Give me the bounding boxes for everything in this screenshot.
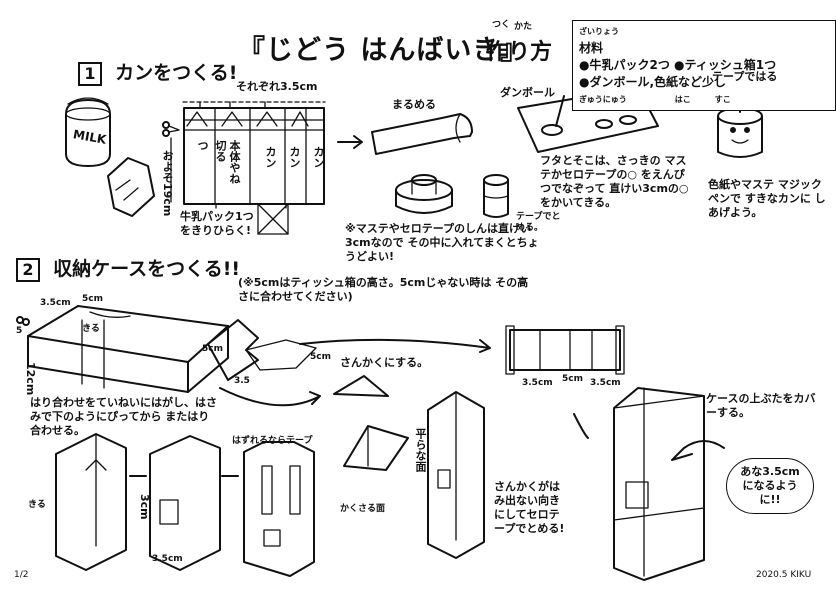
cover-caption: ケースの上ぶたをカバーする。	[706, 392, 816, 419]
tape-core-note: ※マステやセロテープのしんは直けい3cmなので その中に入れてまくとちょうどよい…	[345, 222, 539, 263]
hole-bubble-outline	[671, 440, 725, 461]
scissors-icon-2	[16, 316, 30, 326]
cardboard-caption: ダンボール	[500, 86, 555, 99]
unfolded-carton-illustration	[170, 101, 326, 235]
milk-jar-illustration	[65, 97, 111, 167]
triangle-tip: さんかくがはみ出ない向きにしてセロテープでとめる!	[494, 480, 565, 535]
panel-can-3: カン	[312, 146, 325, 168]
section2-number: 2	[16, 258, 40, 282]
hidden-face-label: かくさる面	[340, 504, 386, 514]
section1-heading: 1 カンをつくる!	[78, 58, 237, 86]
dim-5-a: 5cm	[82, 294, 103, 304]
materials-furigana-line: ぎゅうにゅう はこ すこ	[579, 95, 731, 104]
dim-3-5-a: 3.5cm	[40, 298, 71, 308]
section2-title: 収納ケースをつくる!!	[53, 258, 241, 280]
materials-line1: ●牛乳パック2つ ●ティッシュ箱1つ	[579, 58, 777, 72]
materials-box: ざいりょう 材料 ●牛乳パック2つ ●ティッシュ箱1つ ●ダンボール,色紙など少…	[572, 20, 836, 111]
credit: 2020.5 KIKU	[756, 570, 812, 580]
height-label: およそ19cm	[161, 150, 174, 217]
panel-can-2: カン	[288, 146, 301, 168]
roll-caption: まるめる	[392, 98, 436, 111]
section2-heading: 2 収納ケースをつくる!!	[16, 254, 240, 282]
hole-bubble: あな3.5cmになるように!!	[726, 458, 814, 514]
tape-roll-illustration	[395, 174, 453, 214]
cut-label: きる	[82, 324, 100, 334]
crushed-can-illustration	[107, 157, 155, 217]
materials-label: 材料	[579, 41, 604, 55]
dim-3-5-b: 3.5	[234, 376, 250, 386]
case-assembled	[427, 391, 485, 559]
each-width-label: それぞれ3.5cm	[236, 80, 318, 93]
panel-marker: つ	[196, 140, 209, 151]
rolled-sheet-illustration	[371, 113, 473, 155]
vending-machine-final	[613, 387, 705, 581]
dim-5-c: 5cm	[202, 344, 223, 354]
panel-can-1: カン	[264, 146, 277, 168]
case-step2	[149, 435, 221, 571]
flat-face-label: 平らな面	[414, 428, 427, 472]
dim-5-e: 5cm	[562, 374, 583, 384]
furigana-tsukuri: つく	[492, 20, 511, 30]
tape-hint: はずれるならテープ	[232, 436, 313, 446]
section1-title: カンをつくる!	[115, 62, 238, 84]
triangle-tube-illustration	[333, 375, 409, 471]
folded-net-illustration	[207, 319, 317, 381]
section1-number: 1	[78, 62, 102, 86]
panel-body: 本体やね	[228, 140, 241, 184]
arrow-1	[337, 135, 363, 149]
page-title: 『じどう はんばいき』	[238, 35, 529, 66]
peel-caption: はり合わせをていねいにはがし、はさみで下のようにぴってから またはり合わせる。	[30, 396, 217, 437]
tape-caption: テープでとめる。	[516, 212, 561, 233]
triangle-caption: さんかくにする。	[340, 356, 429, 369]
materials-furigana: ざいりょう	[579, 27, 619, 36]
dim-12: 12cm	[24, 362, 37, 396]
dim-5-b: 5	[16, 326, 23, 336]
tissue-box-illustration	[27, 305, 229, 393]
finish-caption: 色紙やマステ マジックペンで すきなカンに しあげよう。	[708, 178, 826, 219]
dim-5-d: 5cm	[310, 352, 331, 362]
long-strip-illustration	[505, 325, 625, 375]
scissors-icon-1	[162, 121, 180, 137]
case-step1	[55, 433, 127, 571]
tape-wrap-caption: テープではる	[712, 70, 778, 83]
materials-line2: ●ダンボール,色紙など少し	[579, 75, 727, 89]
kiru-label-2: きる	[28, 500, 46, 510]
dim-3-5-c: 3.5cm	[152, 554, 183, 564]
dim-3-5-e: 3.5cm	[590, 378, 621, 388]
dim-3-5-d: 3.5cm	[522, 378, 553, 388]
dim-3cm: 3cm	[138, 494, 151, 520]
page-number: 1/2	[14, 570, 29, 580]
section2-note: (※5cmはティッシュ箱の高さ。5cmじゃない時は その高さに合わせてください)	[238, 276, 529, 303]
finished-can-illustration	[717, 107, 763, 158]
taped-can-illustration	[483, 174, 509, 218]
arrow-3	[219, 387, 321, 407]
page-title-suffix: 作り方	[486, 40, 553, 65]
arrow-7	[573, 413, 589, 439]
carton-caption: 牛乳パック1つをきりひらく!	[180, 210, 254, 237]
furigana-kata: かた	[514, 22, 533, 32]
arrow-4	[299, 338, 491, 353]
panel-cut: 切る	[214, 140, 227, 162]
hole-caption: フタとそこは、さっきの マステかセロテープの○ をえんぴつでなぞって 直けい3c…	[540, 154, 689, 209]
case-step3	[243, 441, 315, 577]
